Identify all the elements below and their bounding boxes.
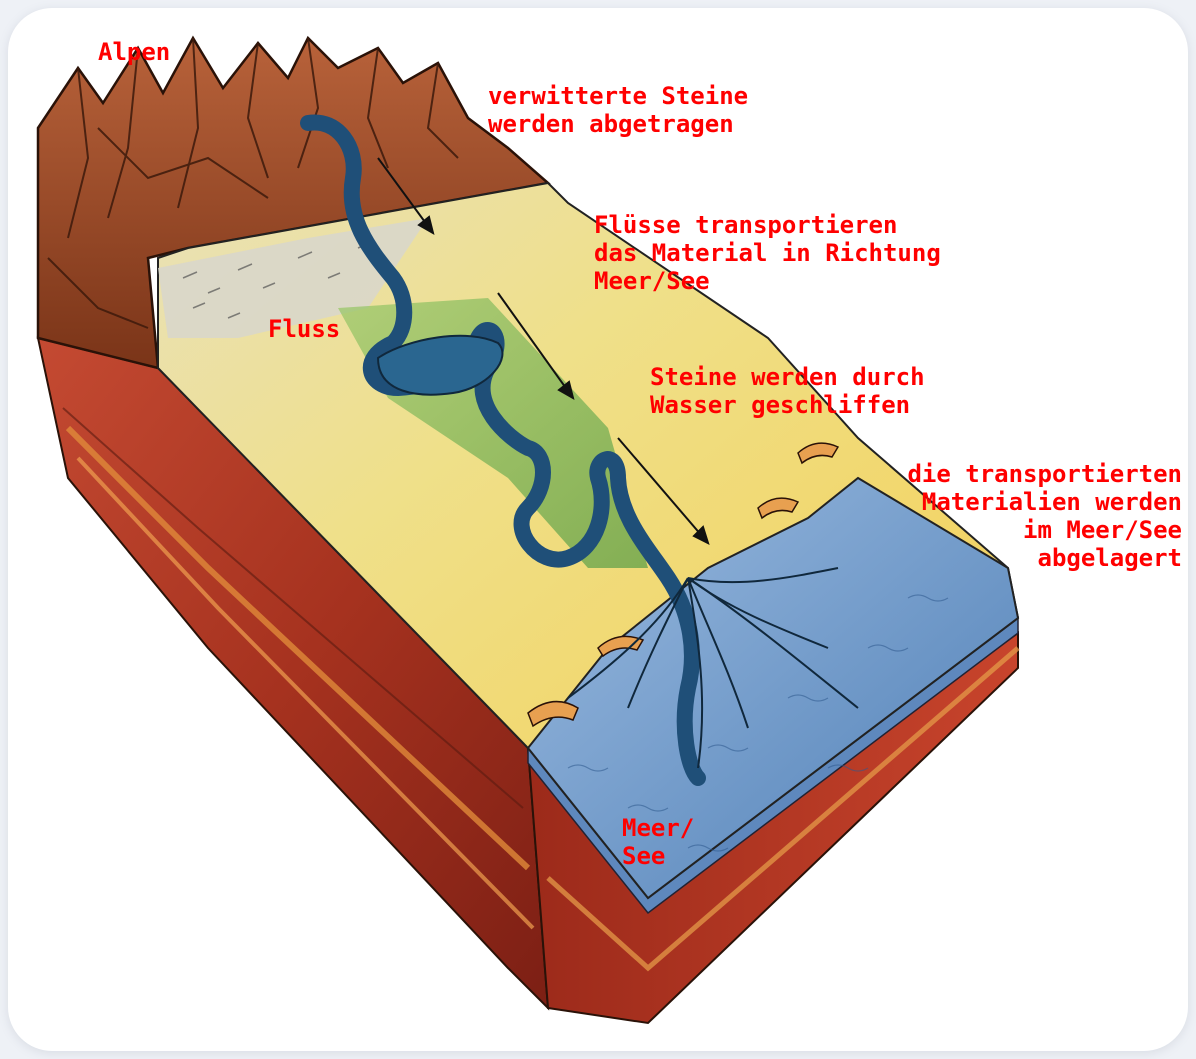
label-alpen: Alpen <box>98 38 170 66</box>
label-line: im Meer/See <box>828 516 1182 544</box>
label-line: Steine werden durch <box>650 363 925 391</box>
label-line: Wasser geschliffen <box>650 391 925 419</box>
label-fluss: Fluss <box>268 315 340 343</box>
label-line: See <box>622 842 694 870</box>
label-line: Materialien werden <box>828 488 1182 516</box>
label-line: abgelagert <box>828 544 1182 572</box>
label-line: die transportierten <box>828 460 1182 488</box>
label-line: Meer/ <box>622 814 694 842</box>
diagram-card: Alpen verwitterte Steine werden abgetrag… <box>8 8 1188 1051</box>
label-line: verwitterte Steine <box>488 82 748 110</box>
label-line: Meer/See <box>594 267 941 295</box>
label-meer-see: Meer/ See <box>622 814 694 870</box>
label-line: werden abgetragen <box>488 110 748 138</box>
label-materials-deposited: die transportierten Materialien werden i… <box>828 460 1182 572</box>
label-rivers-transport: Flüsse transportieren das Material in Ri… <box>594 211 941 295</box>
label-weathered-stones: verwitterte Steine werden abgetragen <box>488 82 748 138</box>
label-stones-polished: Steine werden durch Wasser geschliffen <box>650 363 925 419</box>
label-line: das Material in Richtung <box>594 239 941 267</box>
label-line: Flüsse transportieren <box>594 211 941 239</box>
